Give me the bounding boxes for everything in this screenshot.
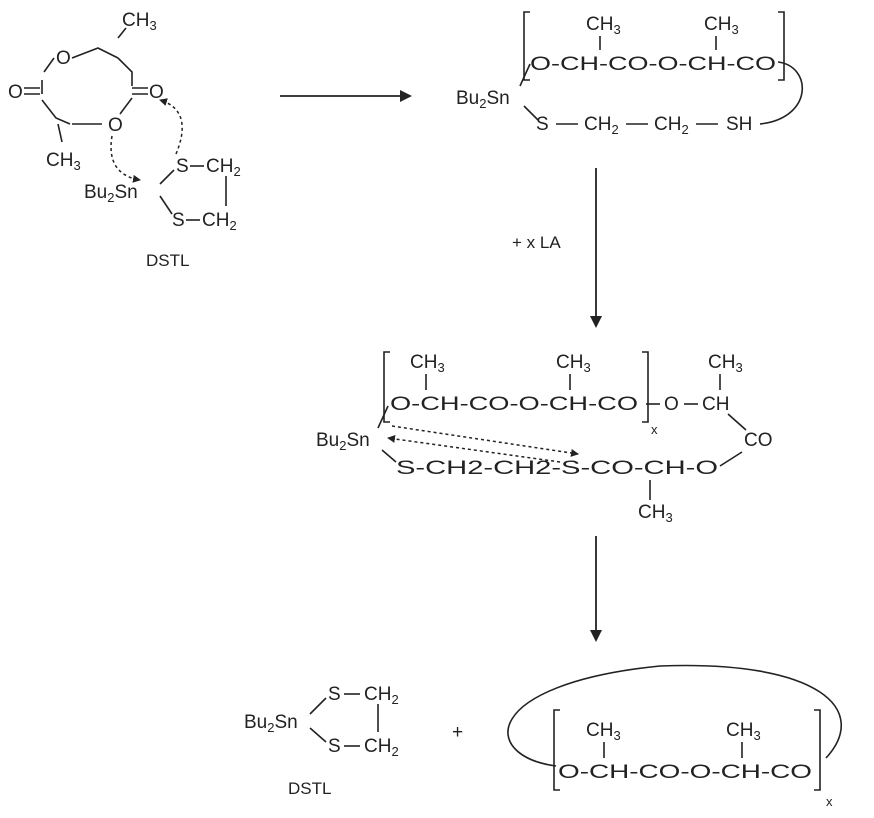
cyclic-poly-lactide: CH3 CH3 O-CH-CO-O-CH-CO x [507,664,843,809]
svg-text:Bu2Sn: Bu2Sn [316,430,370,453]
svg-text:O: O [56,48,71,69]
chain-3: O-CH-CO-O-CH-CO [558,762,812,783]
svg-text:CH3: CH3 [586,720,621,743]
intermediate-2: CH3 CH3 CH3 O-CH-CO-O-CH-CO x O CH CO Bu… [316,351,773,525]
svg-text:CH2: CH2 [364,684,399,707]
svg-text:CH3: CH3 [726,720,761,743]
dstl-ring-top: Bu2Sn S CH2 S CH2 DSTL [84,156,241,270]
reagent-label: + x LA [512,233,561,252]
co-group: CO [744,430,773,451]
repeat-x-3: x [826,794,833,809]
dstl-ring-bottom: Bu2Sn S CH2 S CH2 DSTL [244,684,399,798]
svg-text:CH3: CH3 [586,14,621,37]
svg-text:S: S [328,684,341,705]
dstl-label-bottom: DSTL [288,779,331,798]
svg-text:O: O [8,82,23,103]
svg-text:CH: CH [702,394,729,415]
svg-text:S: S [536,114,549,135]
svg-text:O: O [108,115,123,136]
svg-text:CH3: CH3 [638,502,673,525]
chain-1: O-CH-CO-O-CH-CO [530,54,776,75]
svg-text:CH2: CH2 [206,156,241,179]
chain-2: O-CH-CO-O-CH-CO [390,394,638,415]
svg-text:Bu2Sn: Bu2Sn [84,182,138,205]
svg-text:O: O [664,394,679,415]
svg-text:Bu2Sn: Bu2Sn [244,712,298,735]
plus-sign: + [452,722,463,743]
svg-text:CH3: CH3 [122,10,157,33]
svg-text:S: S [172,210,185,231]
lactide-molecule: CH3 O O O O CH3 [8,10,183,183]
svg-text:Bu2Sn: Bu2Sn [456,88,510,111]
dstl-label-top: DSTL [146,251,189,270]
svg-text:S: S [328,736,341,757]
svg-text:CH3: CH3 [410,352,445,375]
svg-text:SH: SH [726,114,752,135]
svg-text:CH2: CH2 [364,736,399,759]
intermediate-1: CH3 CH3 O-CH-CO-O-CH-CO Bu2Sn S CH2 CH2 … [456,11,803,137]
svg-text:CH2: CH2 [654,114,689,137]
svg-text:CH2: CH2 [202,210,237,233]
svg-text:CH3: CH3 [556,352,591,375]
svg-text:O: O [149,82,164,103]
svg-text:CH3: CH3 [704,14,739,37]
svg-text:CH2: CH2 [584,114,619,137]
repeat-x-2: x [651,422,658,437]
svg-text:CH3: CH3 [708,352,743,375]
svg-text:CH3: CH3 [46,150,81,173]
lower-chain-2: S-CH2-CH2-S-CO-CH-O [396,458,718,479]
svg-text:S: S [176,156,189,177]
